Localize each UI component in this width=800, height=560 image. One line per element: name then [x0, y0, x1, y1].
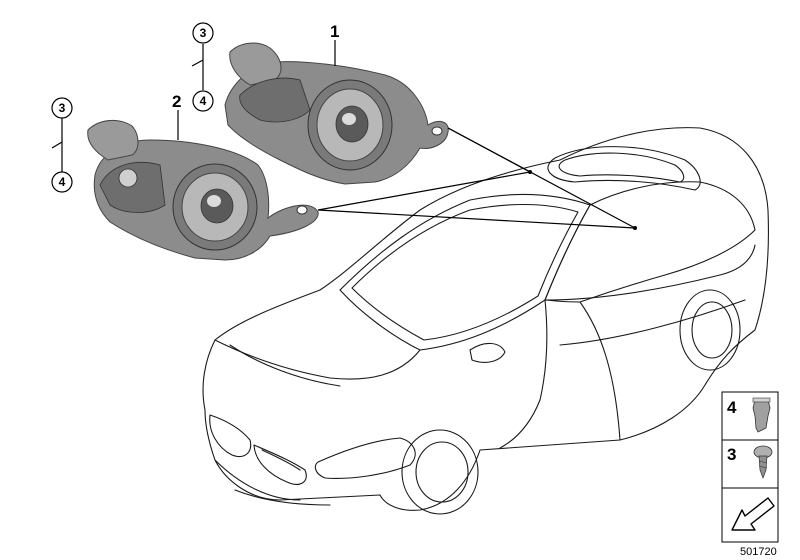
- callout-4-lower: 4: [51, 171, 73, 193]
- speaker-assembly-2: [87, 120, 319, 261]
- self-tapping-screw-icon: [753, 445, 773, 479]
- callout-3-lower: 3: [51, 97, 73, 119]
- svg-text:3: 3: [59, 101, 66, 115]
- callout-4-upper: 4: [192, 90, 214, 112]
- car-outline: [202, 127, 769, 515]
- legend-number-4: 4: [727, 398, 737, 417]
- svg-text:4: 4: [59, 175, 66, 189]
- svg-text:4: 4: [200, 94, 207, 108]
- callout-3-upper: 3: [192, 22, 214, 44]
- svg-text:3: 3: [200, 26, 207, 40]
- diagram-number: 501720: [740, 546, 777, 558]
- arrow-bottom-left-icon: [731, 497, 775, 531]
- speaker-assembly-1: [224, 42, 449, 185]
- leader-lines: [51, 40, 637, 230]
- expanding-nut-icon: [752, 397, 771, 433]
- callout-part-2: 2: [172, 92, 181, 111]
- fastener-legend: 4 3: [721, 391, 779, 543]
- callout-part-1: 1: [330, 22, 339, 41]
- legend-number-3: 3: [727, 445, 736, 464]
